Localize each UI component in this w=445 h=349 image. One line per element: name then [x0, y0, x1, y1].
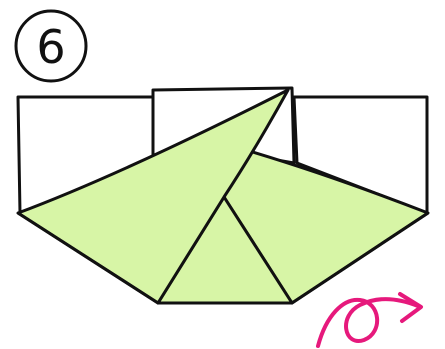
step-badge-circle — [14, 9, 88, 83]
step-badge: 6 — [14, 9, 88, 83]
step-number: 6 — [36, 20, 65, 74]
left-green-flap — [16, 88, 290, 305]
bottom-edge — [17, 211, 429, 305]
turn-over-arrow-icon — [316, 292, 423, 348]
